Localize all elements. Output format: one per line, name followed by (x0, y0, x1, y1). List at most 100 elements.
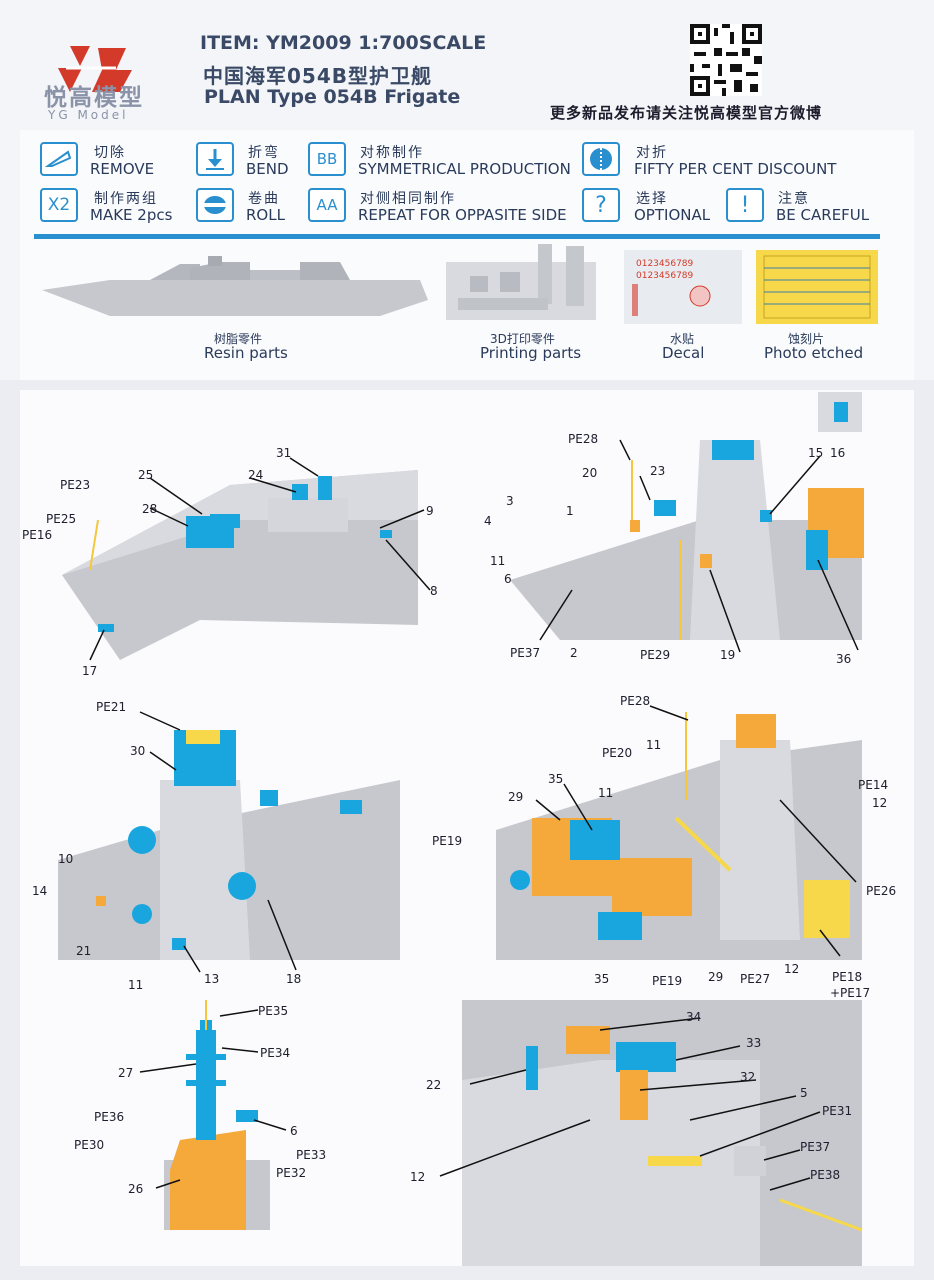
step4-label-35b: 35 (594, 972, 610, 986)
legend-symmetric-cn: 对称制作 (360, 145, 424, 161)
step6-label-12: 12 (410, 1170, 426, 1184)
logo-chinese-text: 悦高模型 (44, 85, 144, 111)
roll-icon (196, 188, 234, 222)
step5-label-6: 6 (290, 1124, 298, 1138)
legend-remove-cn: 切除 (94, 145, 126, 161)
step2-label-36: 36 (836, 652, 852, 666)
legend-roll-en: ROLL (246, 206, 285, 224)
step3-label-11: 11 (128, 978, 144, 992)
english-title: PLAN Type 054B Frigate (204, 86, 461, 108)
decal-cn: 水贴 (670, 332, 695, 346)
repeat-icon: AA (308, 188, 346, 222)
legend-make2-en: MAKE 2pcs (90, 206, 173, 224)
step2-label-15: 15 (808, 446, 824, 460)
decal-numbers-2: 0123456789 (636, 271, 694, 281)
step5-label-pe33: PE33 (296, 1148, 327, 1162)
bend-icon (196, 142, 234, 176)
legend-make2-cn: 制作两组 (94, 191, 158, 207)
step3-label-13: 13 (204, 972, 220, 986)
caution-icon: ! (726, 188, 764, 222)
step6-label-33: 33 (746, 1036, 762, 1050)
step2-label-6: 6 (504, 572, 512, 586)
step3-label-14: 14 (32, 884, 48, 898)
step3-label-21: 21 (76, 944, 92, 958)
resin-parts-cn: 树脂零件 (214, 332, 263, 346)
step1-label-25: 25 (138, 468, 154, 482)
step3-label-30: 30 (130, 744, 146, 758)
question-icon: ? (582, 188, 620, 222)
step3-label-pe21: PE21 (96, 700, 127, 714)
step4-label-pe20: PE20 (602, 746, 633, 760)
legend-optional-cn: 选择 (636, 191, 668, 207)
step2-label-16: 16 (830, 446, 846, 460)
legend-divider (34, 234, 880, 239)
resin-hull-illustration: 0123456789 0123456789 (42, 244, 878, 324)
step1-label-31: 31 (276, 446, 292, 460)
decal-numbers-1: 0123456789 (636, 259, 694, 269)
step4-label-29a: 29 (508, 790, 524, 804)
decal-en: Decal (662, 344, 705, 362)
step1-label-9: 9 (426, 504, 434, 518)
follow-weibo-text: 更多新品发布请关注悦高模型官方微博 (550, 104, 823, 122)
step1-label-24: 24 (248, 468, 264, 482)
step6-label-pe37: PE37 (800, 1140, 831, 1154)
photo-etched-en: Photo etched (764, 344, 864, 362)
step2-label-pe37: PE37 (510, 646, 541, 660)
qr-code[interactable] (690, 24, 762, 96)
step6-label-32: 32 (740, 1070, 756, 1084)
legend-symmetric-en: SYMMETRICAL PRODUCTION (358, 160, 571, 178)
x2-icon: X2 (40, 188, 78, 222)
legend-bend-cn: 折弯 (248, 145, 280, 161)
step6-label-pe38: PE38 (810, 1168, 841, 1182)
step3-label-10: 10 (58, 852, 74, 866)
step4-label-pe27: PE27 (740, 972, 771, 986)
step2-label-3: 3 (506, 494, 514, 508)
legend-repeat-cn: 对侧相同制作 (360, 191, 456, 207)
step4-label-pe28: PE28 (620, 694, 651, 708)
legend-remove-en: REMOVE (90, 160, 155, 178)
step2-label-23: 23 (650, 464, 666, 478)
step2-label-20: 20 (582, 466, 598, 480)
step6-label-22: 22 (426, 1078, 442, 1092)
step5-label-pe35: PE35 (258, 1004, 289, 1018)
step4-label-pe19a: PE19 (432, 834, 463, 848)
resin-parts-en: Resin parts (204, 344, 288, 362)
step5-label-pe30: PE30 (74, 1138, 105, 1152)
step4-label-pe14: PE14 (858, 778, 889, 792)
legend-careful-cn: 注意 (778, 191, 810, 207)
step4-label-35a: 35 (548, 772, 564, 786)
step4-label-pe17: +PE17 (830, 986, 871, 1000)
legend-fold-en: FIFTY PER CENT DISCOUNT (634, 160, 837, 178)
step5-label-26: 26 (128, 1182, 144, 1196)
legend-roll-cn: 卷曲 (248, 191, 280, 207)
fold-icon (582, 142, 620, 176)
step1-label-pe16: PE16 (22, 528, 53, 542)
step5-label-pe36: PE36 (94, 1110, 125, 1124)
step3-label-18: 18 (286, 972, 302, 986)
step1-label-pe25: PE25 (46, 512, 77, 526)
step2-label-pe29: PE29 (640, 648, 671, 662)
step1-label-17: 17 (82, 664, 98, 678)
item-number: ITEM: YM2009 1:700SCALE (200, 32, 487, 54)
legend-optional-en: OPTIONAL (634, 206, 711, 224)
step5-label-pe34: PE34 (260, 1046, 291, 1060)
step1-label-28: 28 (142, 502, 158, 516)
step4-label-12b: 12 (784, 962, 800, 976)
step2-label-19: 19 (720, 648, 736, 662)
step5-label-pe32: PE32 (276, 1166, 307, 1180)
remove-icon (40, 142, 78, 176)
step2-label-4: 4 (484, 514, 492, 528)
legend-bend-en: BEND (246, 160, 289, 178)
step4-label-12a: 12 (872, 796, 888, 810)
step4-label-pe18: PE18 (832, 970, 863, 984)
step2-label-pe28: PE28 (568, 432, 599, 446)
step4-label-29b: 29 (708, 970, 724, 984)
yg-logo (58, 46, 132, 92)
legend-fold-cn: 对折 (636, 145, 668, 161)
photo-etched-cn: 蚀刻片 (788, 332, 825, 346)
step1-label-8: 8 (430, 584, 438, 598)
step2-label-2: 2 (570, 646, 578, 660)
printing-parts-en: Printing parts (480, 344, 582, 362)
step4-label-11a: 11 (646, 738, 662, 752)
step2-label-11: 11 (490, 554, 506, 568)
